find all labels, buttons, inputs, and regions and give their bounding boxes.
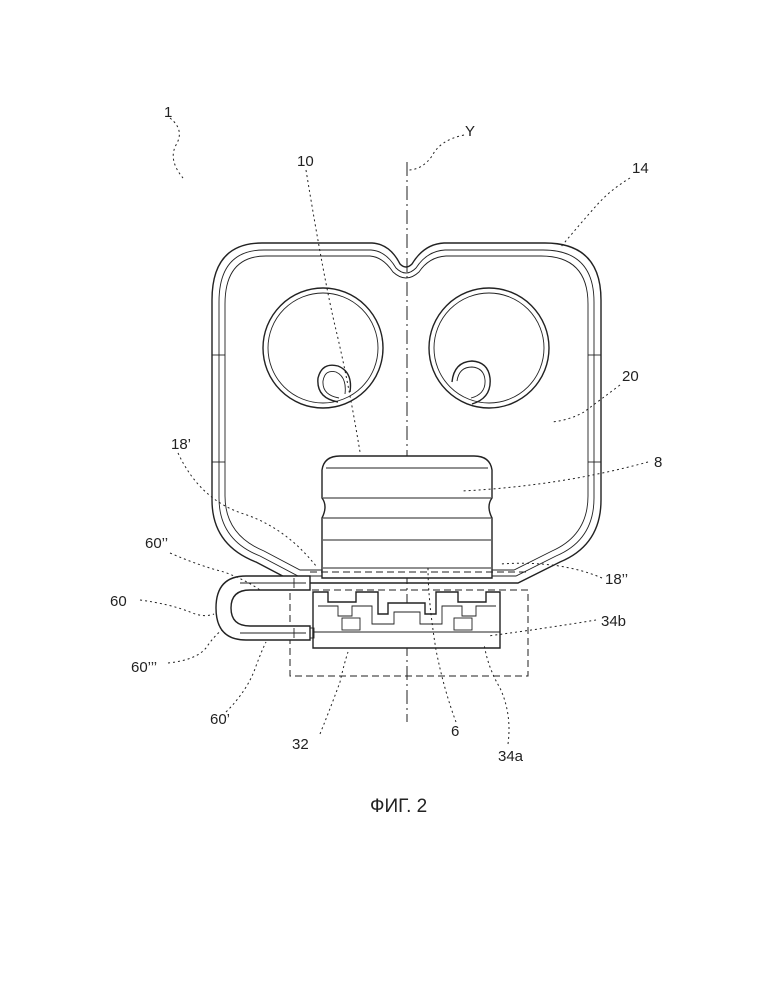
leader-lines bbox=[140, 118, 648, 744]
label-34a: 34a bbox=[498, 748, 524, 765]
reference-labels: 1 Y 10 14 20 18’ 8 60’’ 18’’ 60 34b 60’’… bbox=[110, 104, 662, 765]
left-circular-opening bbox=[263, 288, 383, 408]
label-6: 6 bbox=[451, 723, 459, 740]
u-clip bbox=[216, 576, 310, 640]
label-8: 8 bbox=[654, 454, 662, 471]
connector-body bbox=[308, 592, 500, 648]
label-y: Y bbox=[465, 123, 475, 140]
right-circular-opening bbox=[429, 288, 549, 408]
figure-caption: ФИГ. 2 bbox=[370, 796, 427, 817]
label-60-double-prime: 60’’ bbox=[145, 535, 168, 552]
label-1: 1 bbox=[164, 104, 172, 121]
label-18-prime: 18’ bbox=[171, 436, 191, 453]
label-60: 60 bbox=[110, 593, 127, 610]
label-60-triple-prime: 60’’’ bbox=[131, 659, 157, 676]
label-10: 10 bbox=[297, 153, 314, 170]
label-34b: 34b bbox=[601, 613, 626, 630]
label-18-double-prime: 18’’ bbox=[605, 571, 628, 588]
neck-element bbox=[322, 456, 492, 578]
label-60-prime: 60’ bbox=[210, 711, 230, 728]
label-14: 14 bbox=[632, 160, 649, 177]
label-32: 32 bbox=[292, 736, 309, 753]
label-20: 20 bbox=[622, 368, 639, 385]
